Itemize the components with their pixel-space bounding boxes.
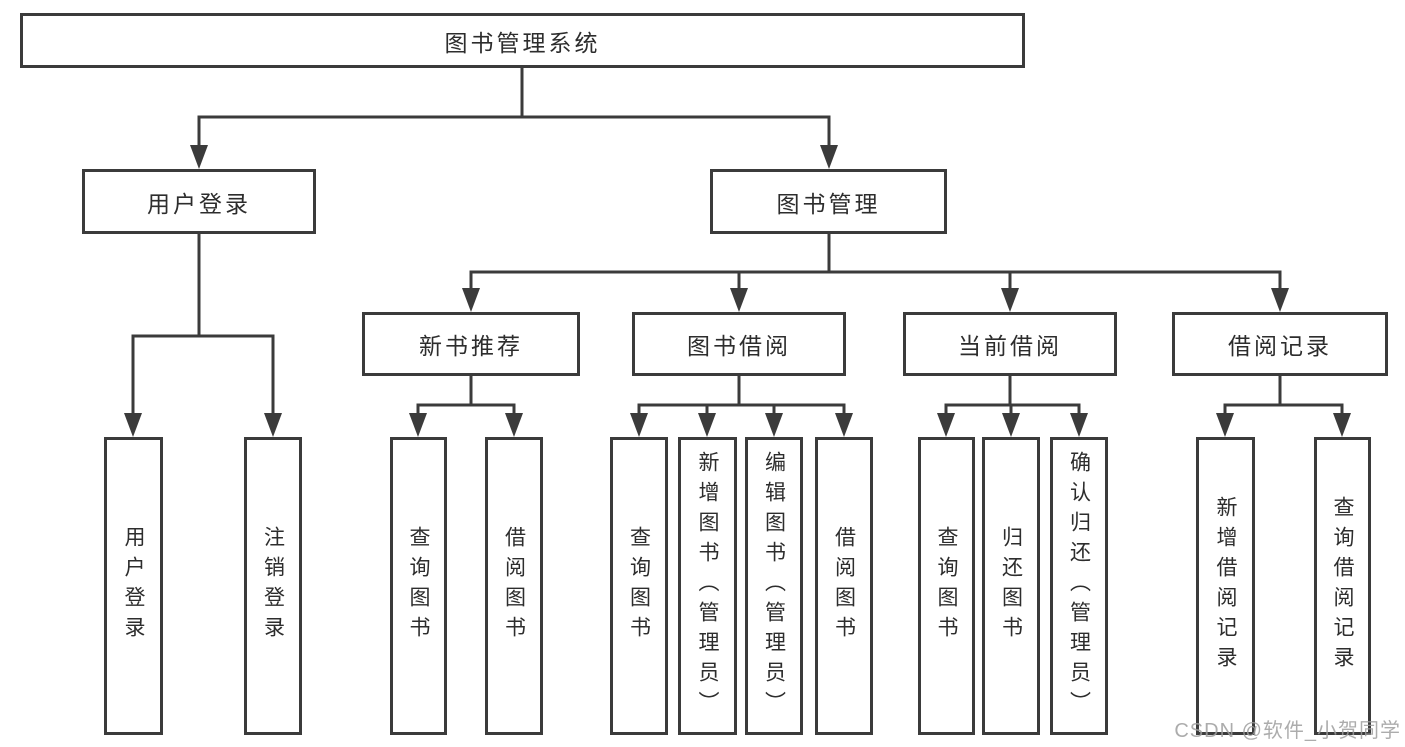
leaf-user-login: 用户登录 (104, 437, 163, 735)
leaf-add-books-admin: 新增图书（管理员） (678, 437, 737, 735)
leaf-label: 新增图书（管理员） (696, 451, 720, 721)
leaf-label: 注销登录 (261, 526, 285, 646)
arrowhead-down-icon (835, 413, 853, 437)
arrowhead-down-icon (1271, 288, 1289, 312)
node-label: 用户登录 (147, 190, 251, 217)
node-book-borrowing: 图书借阅 (632, 312, 846, 376)
arrowhead-down-icon (1001, 288, 1019, 312)
node-label: 当前借阅 (958, 333, 1062, 359)
csdn-watermark: CSDN @软件_小贺同学 (1174, 720, 1401, 742)
arrowhead-down-icon (1216, 413, 1234, 437)
node-library-management-system: 图书管理系统 (20, 13, 1025, 68)
leaf-query-borrow-record: 查询借阅记录 (1314, 437, 1371, 735)
node-label: 图书管理 (776, 190, 881, 217)
leaf-label: 归还图书 (999, 526, 1023, 646)
leaf-label: 确认归还（管理员） (1067, 451, 1091, 721)
leaf-query-books-current: 查询图书 (918, 437, 975, 735)
node-label: 新书推荐 (419, 333, 523, 359)
leaf-label: 借阅图书 (832, 526, 856, 646)
leaf-add-borrow-record: 新增借阅记录 (1196, 437, 1255, 735)
node-label: 图书管理系统 (444, 29, 601, 56)
leaf-label: 查询图书 (935, 526, 959, 646)
arrowhead-down-icon (630, 413, 648, 437)
arrowhead-down-icon (820, 145, 838, 169)
node-label: 借阅记录 (1228, 333, 1332, 359)
node-book-management: 图书管理 (710, 169, 947, 234)
arrowhead-down-icon (698, 413, 716, 437)
arrowhead-down-icon (409, 413, 427, 437)
arrowhead-down-icon (1002, 413, 1020, 437)
arrowhead-down-icon (505, 413, 523, 437)
leaf-query-books-borrowing: 查询图书 (610, 437, 668, 735)
arrowhead-down-icon (765, 413, 783, 437)
leaf-label: 查询借阅记录 (1331, 496, 1355, 676)
arrowhead-down-icon (937, 413, 955, 437)
arrowhead-down-icon (124, 413, 142, 437)
leaf-confirm-return-admin: 确认归还（管理员） (1050, 437, 1108, 735)
node-user-login: 用户登录 (82, 169, 316, 234)
arrowhead-down-icon (1333, 413, 1351, 437)
leaf-query-books-recommend: 查询图书 (390, 437, 447, 735)
leaf-label: 查询图书 (627, 526, 651, 646)
leaf-borrow-books-recommend: 借阅图书 (485, 437, 543, 735)
leaf-edit-books-admin: 编辑图书（管理员） (745, 437, 803, 735)
leaf-logout: 注销登录 (244, 437, 302, 735)
node-new-book-recommend: 新书推荐 (362, 312, 580, 376)
arrowhead-down-icon (462, 288, 480, 312)
node-label: 图书借阅 (687, 333, 791, 359)
arrowhead-down-icon (1070, 413, 1088, 437)
leaf-borrow-books: 借阅图书 (815, 437, 873, 735)
leaf-label: 用户登录 (122, 526, 146, 646)
arrowhead-down-icon (190, 145, 208, 169)
arrowhead-down-icon (730, 288, 748, 312)
leaf-label: 新增借阅记录 (1214, 496, 1238, 676)
leaf-return-books: 归还图书 (982, 437, 1040, 735)
arrowhead-down-icon (264, 413, 282, 437)
leaf-label: 查询图书 (407, 526, 431, 646)
node-current-borrowing: 当前借阅 (903, 312, 1117, 376)
node-borrowing-records: 借阅记录 (1172, 312, 1388, 376)
leaf-label: 借阅图书 (502, 526, 526, 646)
leaf-label: 编辑图书（管理员） (762, 451, 786, 721)
